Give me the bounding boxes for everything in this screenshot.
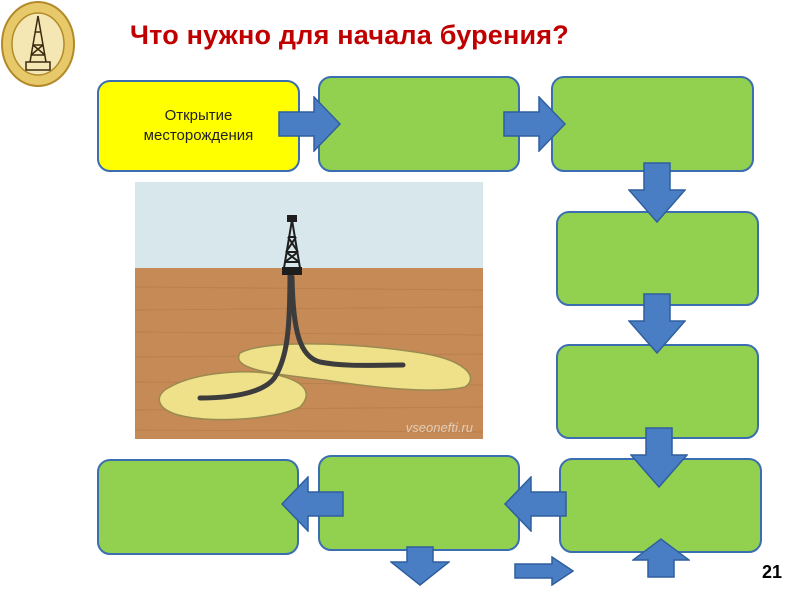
step-label-discovery: Открытие месторождения — [143, 107, 254, 144]
step-box-discovery: Открытие месторождения — [97, 80, 300, 172]
wellbore-icon — [289, 274, 406, 368]
step-box-2 — [318, 76, 520, 172]
arrow-down-icon — [628, 162, 686, 224]
arrow-up-icon — [632, 538, 690, 578]
step-box-4 — [556, 211, 759, 306]
sky-background — [135, 182, 483, 268]
step-box-3 — [551, 76, 754, 172]
arrow-right-icon — [503, 96, 567, 152]
step-box-7 — [318, 455, 520, 551]
derrick-icon — [25, 15, 51, 71]
arrow-right-icon — [278, 96, 342, 152]
step-box-5 — [556, 344, 759, 439]
watermark-text: vseonefti.ru — [406, 420, 473, 435]
step-box-8 — [97, 459, 299, 555]
page-number: 21 — [762, 562, 783, 582]
wellbore-icon — [197, 269, 293, 401]
arrow-left-icon — [503, 476, 567, 532]
arrow-down-icon — [628, 293, 686, 355]
arrow-right-icon — [514, 556, 574, 586]
horizontal-well-illustration: vseonefti.ru — [135, 182, 483, 439]
arrow-left-icon — [280, 476, 344, 532]
arrow-down-icon — [630, 427, 688, 489]
drilling-rig-icon — [282, 215, 302, 275]
arrow-down-icon — [390, 546, 450, 586]
slide-title: Что нужно для начала бурения? — [130, 20, 569, 50]
department-logo — [1, 1, 75, 87]
